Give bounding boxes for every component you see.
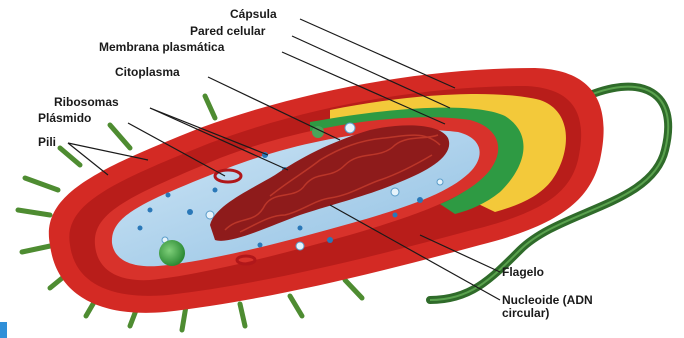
ribosome [393,213,398,218]
leader-pili-a [68,143,148,160]
label-ribosomas: Ribosomas [54,96,119,109]
vesicle [391,188,399,196]
pilus [25,178,58,190]
ribosome [298,226,303,231]
vesicle [345,123,355,133]
pilus [110,125,130,148]
vesicle [437,179,443,185]
ribosome [213,188,218,193]
ribosome [166,193,171,198]
vesicle [206,211,214,219]
label-flagelo: Flagelo [502,266,544,279]
label-capsula: Cápsula [230,8,277,21]
vesicle [296,242,304,250]
ribosome [148,208,153,213]
label-pili: Pili [38,136,56,149]
pilus [240,304,245,326]
ribosome [417,197,423,203]
label-citoplasma: Citoplasma [115,66,180,79]
corner-marker [0,322,7,338]
leader-capsula [300,19,455,88]
inclusion-body [159,240,185,266]
ribosome [187,209,193,215]
label-membrana-plasmatica: Membrana plasmática [99,41,224,54]
pilus [18,210,50,215]
label-nucleoide-line2: circular) [502,307,549,320]
ribosome [258,243,263,248]
pilus [22,245,55,252]
pilus [205,96,215,118]
pilus [290,296,302,316]
ribosome [327,237,333,243]
pilus [345,280,362,298]
label-plasmido: Plásmido [38,112,91,125]
ribosome [138,226,143,231]
label-pared-celular: Pared celular [190,25,265,38]
